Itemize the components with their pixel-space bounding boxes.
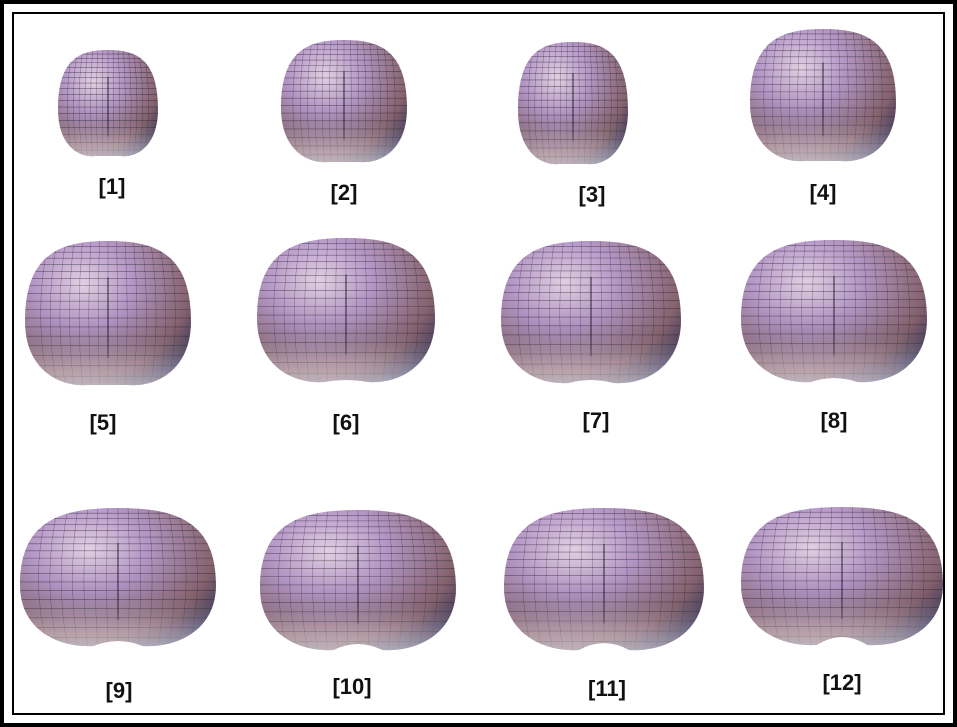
shape-5 <box>25 241 191 386</box>
shape-7 <box>501 241 681 384</box>
shape-label: [5] <box>89 410 117 435</box>
shape-1 <box>58 50 158 157</box>
shape-label: [4] <box>809 180 837 205</box>
shape-label: [2] <box>330 180 358 205</box>
shape-label: [8] <box>820 408 848 433</box>
shape-6 <box>257 238 435 383</box>
shape-shading <box>257 238 435 383</box>
shape-shading <box>750 29 896 162</box>
shape-label: [11] <box>588 676 626 701</box>
shape-3 <box>518 42 628 165</box>
shape-shading <box>501 241 681 384</box>
shape-label: [1] <box>98 174 126 199</box>
shape-label: [7] <box>582 408 610 433</box>
shape-label: [12] <box>822 670 862 695</box>
shape-shading <box>504 508 704 651</box>
shape-label: [3] <box>578 182 606 207</box>
shape-shading <box>281 40 407 163</box>
shape-shading <box>741 507 943 646</box>
shape-12 <box>741 507 943 646</box>
shape-shading <box>518 42 628 165</box>
shape-2 <box>281 40 407 163</box>
shape-shading <box>25 241 191 386</box>
shape-11 <box>504 508 704 651</box>
shape-label: [10] <box>332 674 372 699</box>
shape-4 <box>750 29 896 162</box>
shape-label: [9] <box>105 678 133 703</box>
shape-label: [6] <box>332 410 360 435</box>
shape-9 <box>20 508 216 647</box>
shape-8 <box>741 240 927 383</box>
shape-shading <box>260 510 456 651</box>
shape-shading <box>58 50 158 157</box>
shape-shading <box>20 508 216 647</box>
shape-shading <box>741 240 927 383</box>
shape-10 <box>260 510 456 651</box>
